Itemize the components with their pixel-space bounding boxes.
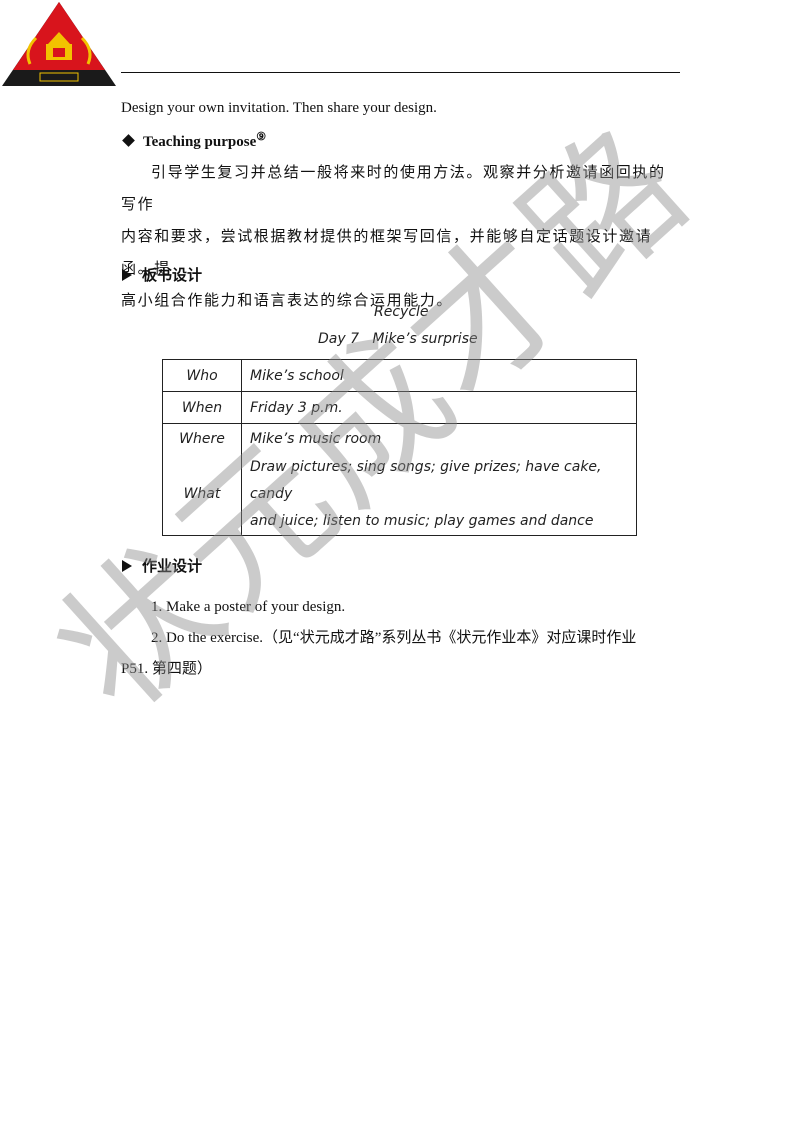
homework-label: 作业设计 <box>142 559 203 575</box>
row-value: Friday 3 p.m. <box>241 391 637 424</box>
table-row: Where Mike’s music room <box>162 423 637 454</box>
homework-item-1: 1. Make a poster of your design. <box>151 599 346 615</box>
row-value: Mike’s music room <box>241 423 637 454</box>
header-rule <box>121 72 680 73</box>
purpose-line: 高小组合作能力和语言表达的综合运用能力。 <box>121 291 454 309</box>
row-key: When <box>162 391 242 424</box>
teaching-purpose-label: Teaching purpose <box>143 134 257 150</box>
table-row: When Friday 3 p.m. <box>162 391 637 424</box>
homework-item-2-cont: P51. 第四题） <box>121 661 212 677</box>
purpose-line: 内容和要求，尝试根据教材提供的框架写回信，并能够自定话题设计邀请函。提 <box>121 227 653 277</box>
table-row: Who Mike’s school <box>162 359 637 392</box>
what-line: Draw pictures; sing songs; give prizes; … <box>250 458 602 502</box>
row-key: Who <box>162 359 242 392</box>
board-design-heading: 板书设计 <box>121 264 202 285</box>
intro-line: Design your own invitation. Then share y… <box>121 100 437 116</box>
table-row: What Draw pictures; sing songs; give pri… <box>162 453 637 536</box>
board-design-label: 板书设计 <box>142 268 203 284</box>
publisher-logo <box>2 2 116 86</box>
footnote-mark: ⑨ <box>256 131 267 143</box>
board-title-day: Day 7 Mike’s surprise <box>318 331 478 347</box>
diamond-bullet-icon <box>122 134 135 147</box>
homework-item-2: 2. Do the exercise.（见“状元成才路”系列丛书《状元作业本》对… <box>151 630 637 646</box>
row-key: Where <box>162 423 242 454</box>
triangle-bullet-icon <box>122 560 132 572</box>
triangle-bullet-icon <box>122 269 132 281</box>
row-value: Mike’s school <box>241 359 637 392</box>
board-table: Who Mike’s school When Friday 3 p.m. Whe… <box>162 359 637 536</box>
what-line: and juice; listen to music; play games a… <box>250 512 594 529</box>
row-key: What <box>162 453 242 536</box>
purpose-line: 引导学生复习并总结一般将来时的使用方法。观察并分析邀请函回执的写作 <box>121 163 666 213</box>
teaching-purpose-text: 引导学生复习并总结一般将来时的使用方法。观察并分析邀请函回执的写作 内容和要求，… <box>121 156 681 316</box>
homework-heading: 作业设计 <box>121 555 202 576</box>
row-value-what: Draw pictures; sing songs; give prizes; … <box>241 453 637 536</box>
board-title-recycle: Recycle <box>374 304 429 320</box>
teaching-purpose-heading: Teaching purpose⑨ <box>121 130 266 151</box>
